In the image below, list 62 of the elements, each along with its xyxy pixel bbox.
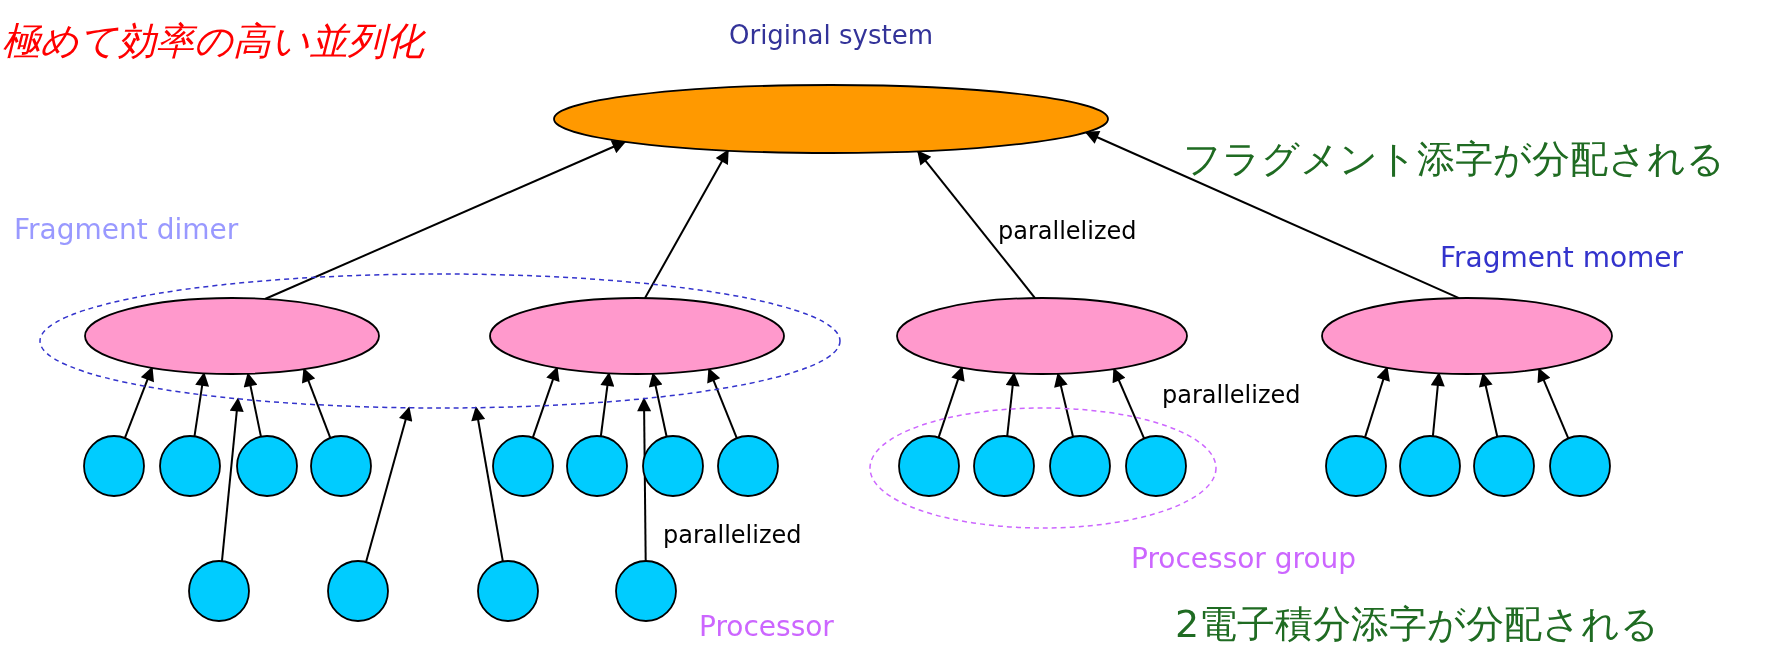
processor-circle bbox=[1548, 434, 1612, 498]
processor-circle bbox=[1398, 434, 1462, 498]
edge-label: parallelized bbox=[998, 218, 1137, 246]
processor-circle bbox=[491, 434, 555, 498]
fragment-ellipse bbox=[895, 296, 1189, 376]
arrow bbox=[471, 406, 504, 563]
processor-circle bbox=[972, 434, 1036, 498]
arrow bbox=[707, 367, 738, 440]
arrow bbox=[1537, 367, 1570, 440]
annotation: フラグメント添字が分配される bbox=[1183, 138, 1725, 182]
annotation: 2電子積分添字が分配される bbox=[1175, 603, 1660, 647]
arrow bbox=[531, 366, 560, 439]
processor-circle bbox=[187, 559, 251, 623]
processor-circle bbox=[1472, 434, 1536, 498]
arrow bbox=[644, 149, 729, 300]
arrow bbox=[1054, 372, 1075, 438]
dimer-group-ellipse bbox=[38, 272, 842, 410]
fragment-ellipse bbox=[83, 296, 381, 376]
arrow bbox=[1005, 371, 1020, 438]
processor-circle bbox=[82, 434, 146, 498]
arrow bbox=[917, 150, 1036, 300]
processor-group-ellipse bbox=[868, 406, 1218, 530]
arrow bbox=[1084, 131, 1460, 300]
processor-circle bbox=[476, 559, 540, 623]
arrow bbox=[301, 367, 332, 439]
arrow bbox=[123, 366, 154, 440]
processor-circle bbox=[1124, 434, 1188, 498]
annotation: parallelized bbox=[663, 522, 802, 550]
group-label: Processor group bbox=[1131, 543, 1357, 576]
processor-circle bbox=[641, 434, 705, 498]
arrow bbox=[1430, 371, 1445, 438]
arrow bbox=[220, 397, 244, 563]
arrow bbox=[365, 406, 413, 564]
fragment-ellipse bbox=[1320, 296, 1614, 376]
arrow bbox=[243, 372, 262, 438]
processor-circle bbox=[326, 559, 390, 623]
arrow bbox=[637, 397, 652, 562]
processor-circle bbox=[1048, 434, 1112, 498]
processor-circle bbox=[309, 434, 373, 498]
processor-circle bbox=[235, 434, 299, 498]
node-heading: Original system bbox=[729, 21, 933, 51]
processor-circle bbox=[1324, 434, 1388, 498]
processor-circle bbox=[716, 434, 780, 498]
arrow bbox=[193, 371, 210, 438]
processor-circle bbox=[897, 434, 961, 498]
group-label: Fragment dimer bbox=[14, 214, 239, 247]
arrow bbox=[937, 366, 965, 439]
processor-circle bbox=[614, 559, 678, 623]
arrow bbox=[264, 140, 627, 300]
arrow bbox=[599, 371, 615, 438]
arrow bbox=[648, 372, 668, 438]
group-label: Fragment momer bbox=[1440, 242, 1684, 275]
arrow bbox=[1364, 366, 1390, 439]
group-label: Processor bbox=[699, 611, 834, 644]
fragment-ellipse bbox=[488, 296, 786, 376]
processor-circle bbox=[565, 434, 629, 498]
annotation: parallelized bbox=[1162, 382, 1301, 410]
arrow bbox=[1112, 367, 1146, 440]
title: 極めて効率の高い並列化 bbox=[2, 20, 424, 64]
arrow bbox=[1478, 372, 1499, 438]
processor-circle bbox=[158, 434, 222, 498]
system-ellipse bbox=[552, 21, 1110, 155]
